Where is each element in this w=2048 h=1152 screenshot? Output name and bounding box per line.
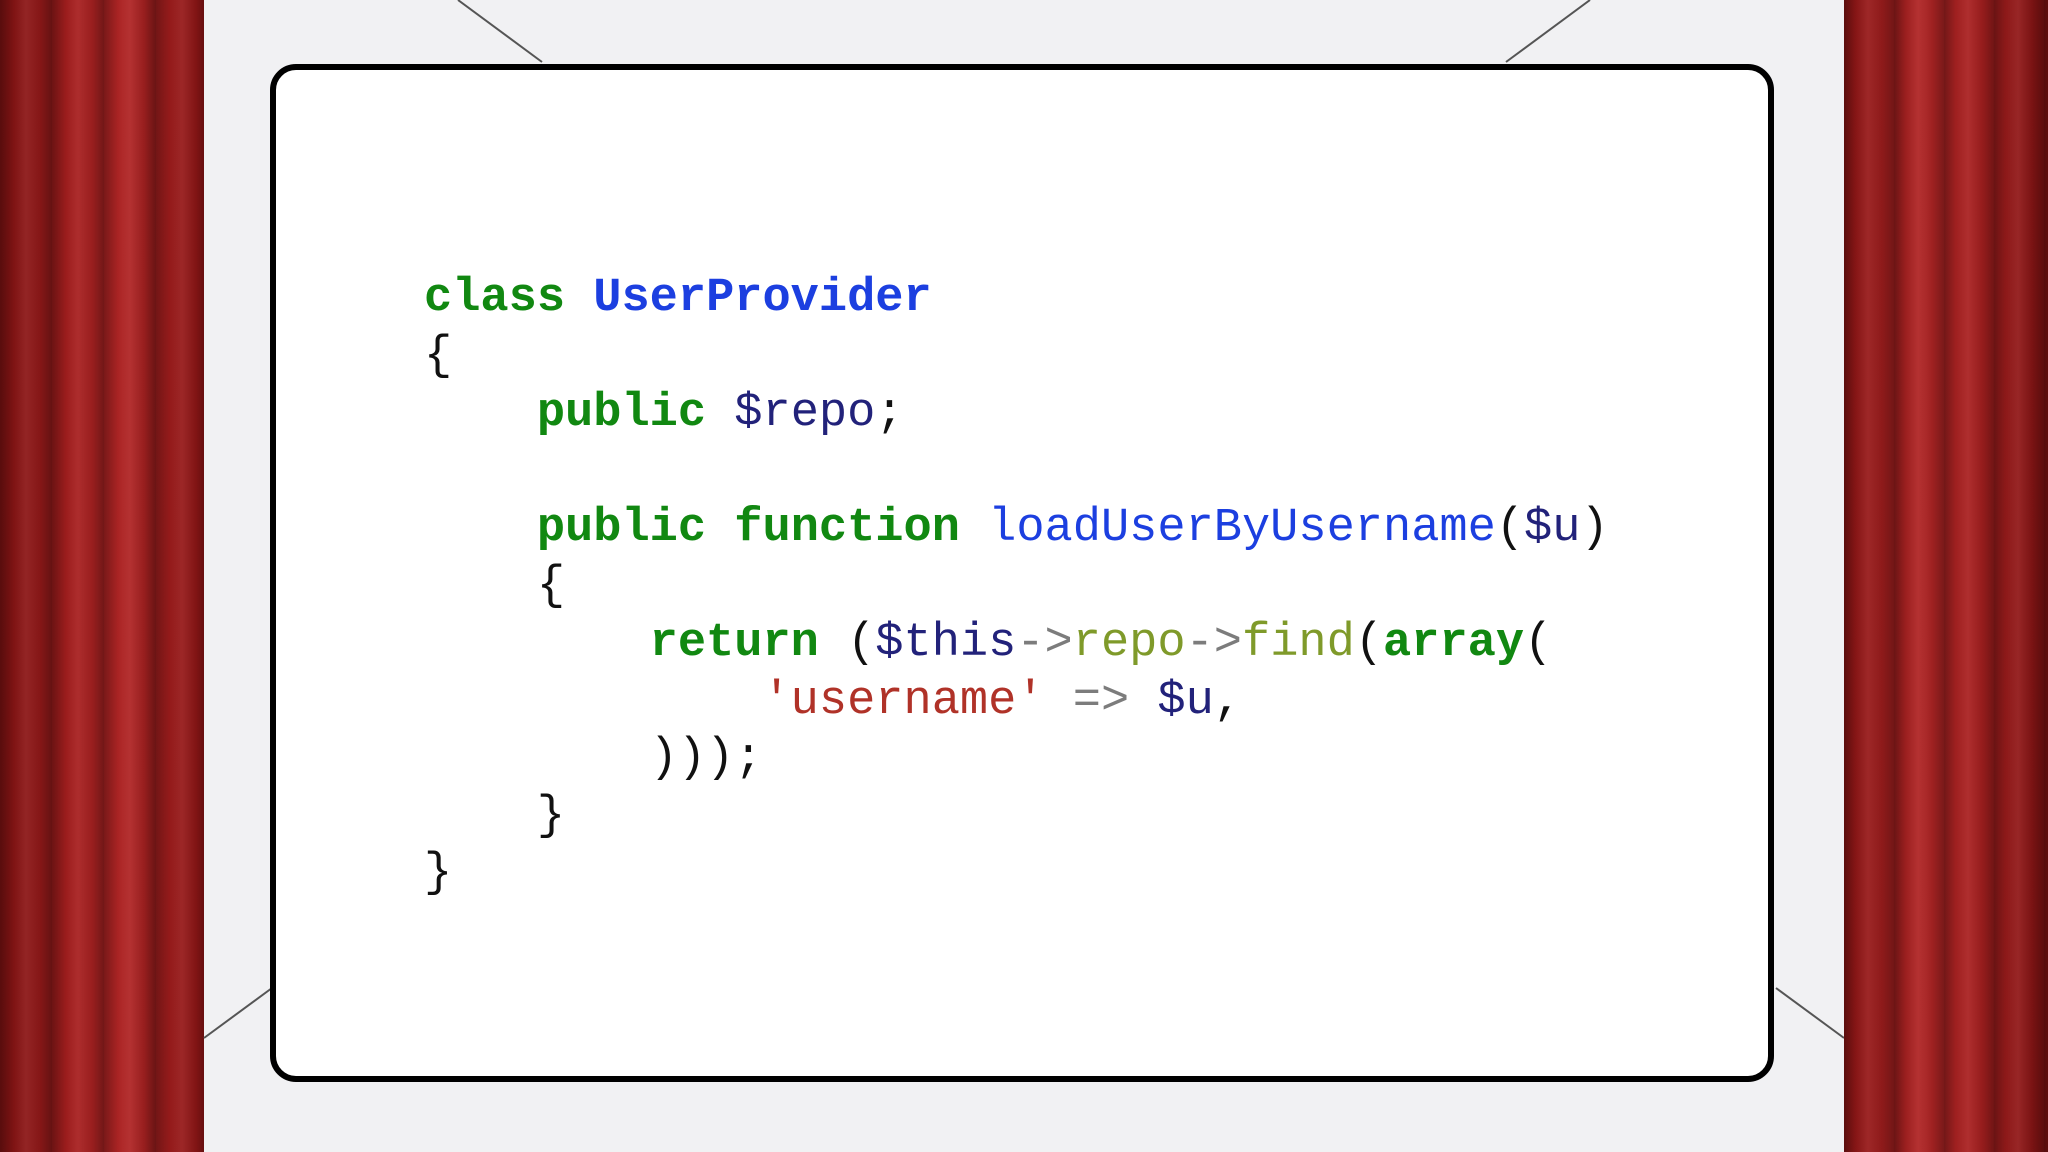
code-token: function [734,502,960,555]
code-line: } [424,788,1609,846]
perspective-line-top-left [457,0,543,63]
code-line: return ($this->repo->find(array( [424,615,1609,673]
code-token: class [424,272,566,325]
code-line: class UserProvider [424,270,1609,328]
code-token [424,502,537,555]
code-token [565,272,593,325]
left-curtain [0,0,204,1152]
code-token: ( [818,617,876,670]
code-block: class UserProvider{ public $repo; public… [424,270,1609,903]
code-token: } [424,847,453,900]
code-line [424,443,1609,501]
code-token: -> [1185,617,1242,670]
perspective-line-top-right [1505,0,1591,63]
code-token: $this [875,617,1017,670]
code-line: 'username' => $u, [424,673,1609,731]
code-token: array [1383,617,1525,670]
code-token [706,387,734,440]
code-line: ))); [424,730,1609,788]
code-token: 'username' [762,674,1045,728]
code-line: public function loadUserByUsername($u) [424,500,1609,558]
code-token: { [424,559,566,613]
code-token [1045,675,1073,728]
code-token: => [1072,674,1130,728]
code-line: } [424,845,1609,903]
code-token [960,502,988,555]
code-card: class UserProvider{ public $repo; public… [270,64,1774,1082]
code-token [706,502,734,555]
code-token [424,617,650,670]
code-token: -> [1016,617,1073,670]
code-token: $u [1157,674,1214,728]
code-token [424,387,537,440]
code-token: , [1213,674,1243,728]
code-token: ; [875,387,904,440]
code-token: ) [1580,502,1609,555]
right-curtain [1844,0,2048,1152]
code-token: return [649,617,819,670]
code-token: loadUserByUsername [988,502,1496,555]
code-token: public [536,387,707,440]
code-line: { [424,328,1609,386]
code-token: find [1242,617,1355,670]
code-token [424,675,762,728]
code-token: UserProvider [593,272,932,325]
code-line: public $repo; [424,385,1609,443]
code-line: { [424,558,1609,616]
code-token: ( [1495,502,1525,555]
code-token: $repo [734,387,876,440]
code-token: } [424,789,566,843]
code-token: { [424,329,453,383]
code-token: ))); [424,732,763,785]
code-token: $u [1524,502,1581,555]
code-token: ( [1354,617,1384,670]
code-token [1129,675,1157,728]
code-token: ( [1524,617,1553,670]
code-token: repo [1072,617,1186,670]
code-token: public [536,502,707,555]
perspective-line-bottom-right [1775,987,1845,1039]
perspective-line-bottom-left [203,987,273,1039]
